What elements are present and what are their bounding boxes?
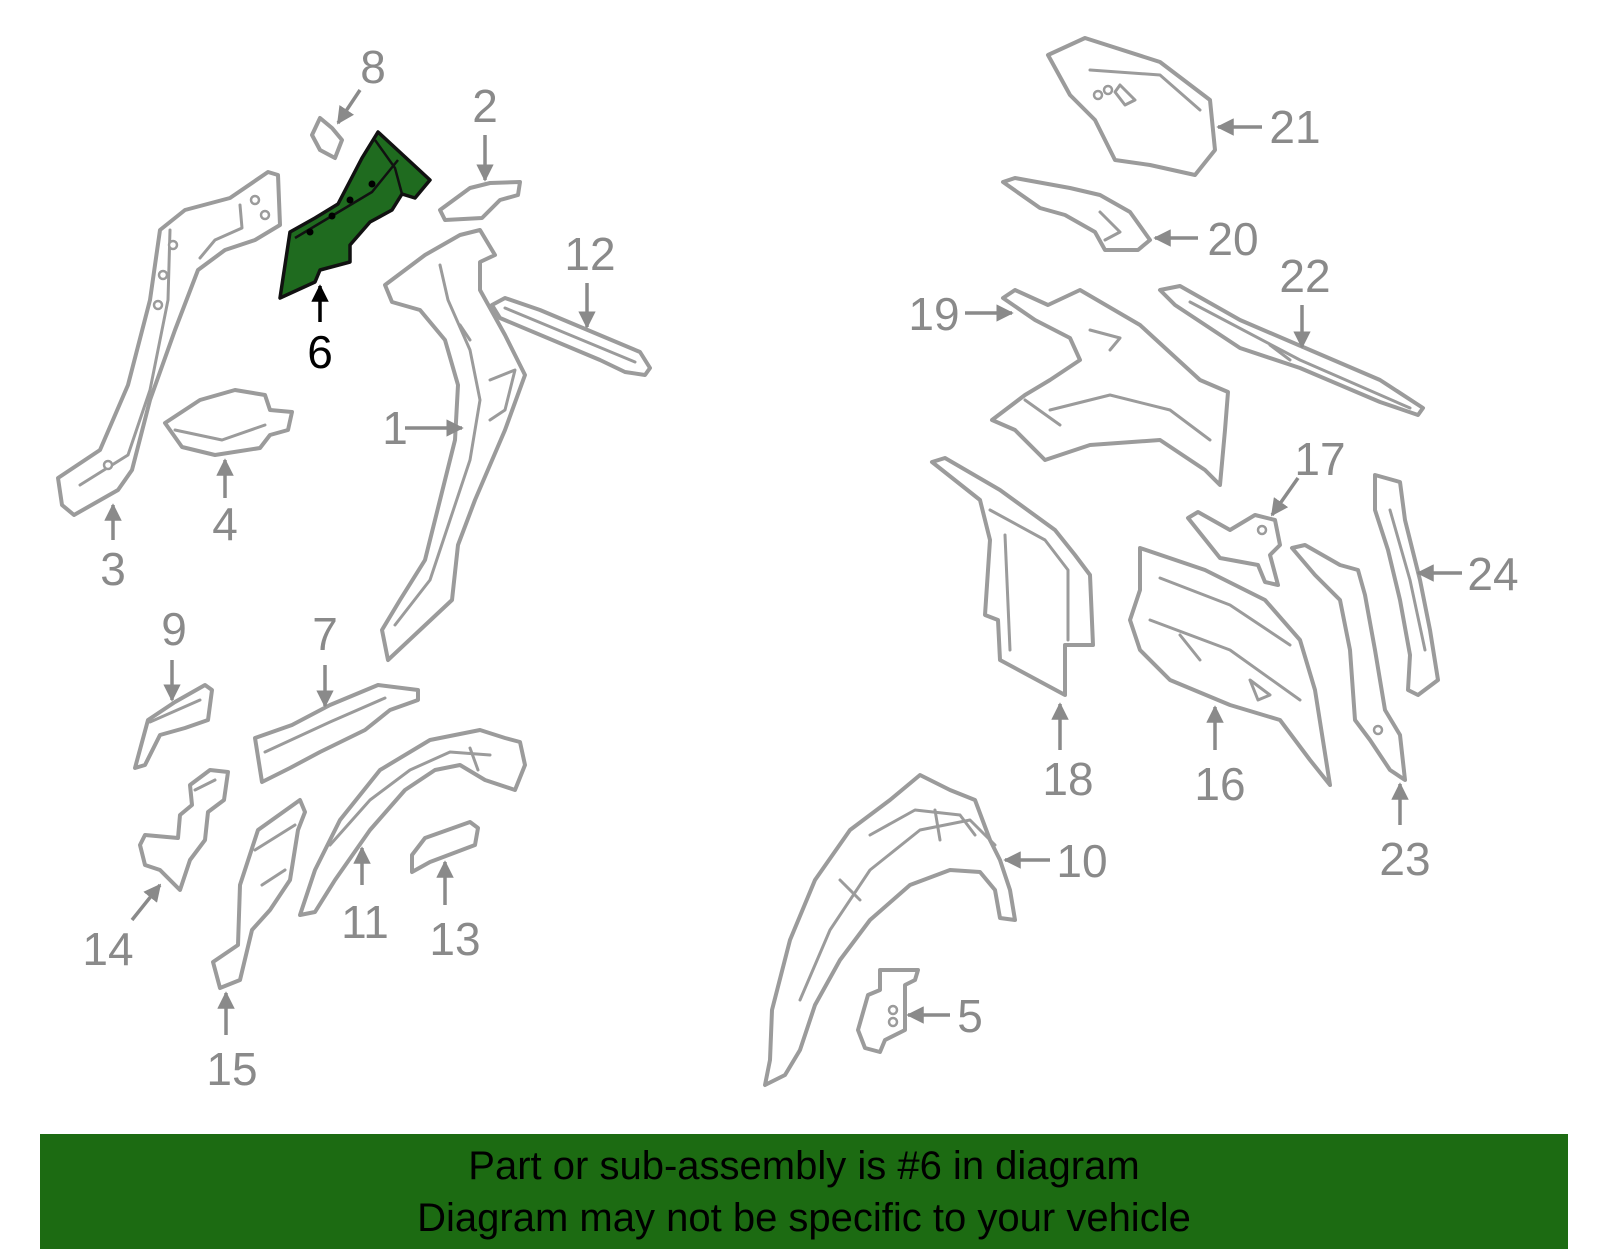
part-24-rail[interactable]	[1373, 473, 1440, 697]
callout-11: 11	[341, 896, 389, 948]
callout-19: 19	[908, 288, 959, 340]
callout-24: 24	[1467, 548, 1518, 600]
callout-6: 6	[307, 326, 333, 378]
part-18-panel[interactable]	[930, 456, 1095, 697]
callout-18: 18	[1042, 753, 1093, 805]
info-banner: Part or sub-assembly is #6 in diagram Di…	[40, 1134, 1568, 1249]
part-7-bracket[interactable]	[253, 683, 420, 784]
banner-line-2: Diagram may not be specific to your vehi…	[417, 1195, 1191, 1240]
callout-21: 21	[1269, 101, 1320, 153]
part-15-panel[interactable]	[211, 798, 307, 990]
part-9-bracket[interactable]	[133, 683, 214, 770]
part-2-bracket[interactable]	[438, 180, 522, 222]
callout-22: 22	[1279, 250, 1330, 302]
callout-8: 8	[360, 41, 386, 93]
callout-16: 16	[1194, 758, 1245, 810]
callout-1: 1	[382, 402, 408, 454]
callout-5: 5	[957, 990, 983, 1042]
part-16-panel[interactable]	[1128, 546, 1332, 787]
callout-4: 4	[212, 498, 238, 550]
callout-20: 20	[1207, 213, 1258, 265]
callout-10: 10	[1056, 835, 1107, 887]
part-8-small-bracket[interactable]	[310, 116, 344, 160]
part-17-bracket[interactable]	[1186, 510, 1282, 587]
callout-3: 3	[100, 543, 126, 595]
part-5-bracket[interactable]	[856, 968, 920, 1054]
leader-17	[1270, 476, 1300, 517]
banner-line-1: Part or sub-assembly is #6 in diagram	[468, 1143, 1140, 1188]
callout-12: 12	[564, 228, 615, 280]
part-14-bracket[interactable]	[138, 768, 230, 892]
part-11-wheel-arch[interactable]	[298, 728, 527, 917]
callout-23: 23	[1379, 833, 1430, 885]
part-4-bracket[interactable]	[163, 388, 294, 457]
part-12-rail[interactable]	[490, 296, 652, 377]
leader-8	[336, 89, 362, 125]
callout-9: 9	[161, 603, 187, 655]
callout-13: 13	[429, 913, 480, 965]
part-19-panel[interactable]	[990, 288, 1230, 487]
part-1-pillar[interactable]	[380, 228, 527, 662]
callout-17: 17	[1294, 433, 1345, 485]
callout-7: 7	[312, 608, 338, 660]
part-10-wheelhouse[interactable]	[763, 773, 1017, 1087]
part-13-bracket[interactable]	[410, 820, 480, 874]
part-22-rail[interactable]	[1158, 284, 1425, 417]
part-20-bracket[interactable]	[1001, 176, 1152, 252]
callout-2: 2	[472, 80, 498, 132]
callout-15: 15	[206, 1043, 257, 1095]
leader-14	[130, 883, 162, 922]
part-6-highlighted[interactable]	[278, 130, 432, 300]
part-3-pillar[interactable]	[56, 170, 282, 517]
part-23-rail[interactable]	[1290, 543, 1407, 782]
callout-14: 14	[82, 923, 133, 975]
part-21-panel[interactable]	[1046, 36, 1217, 177]
